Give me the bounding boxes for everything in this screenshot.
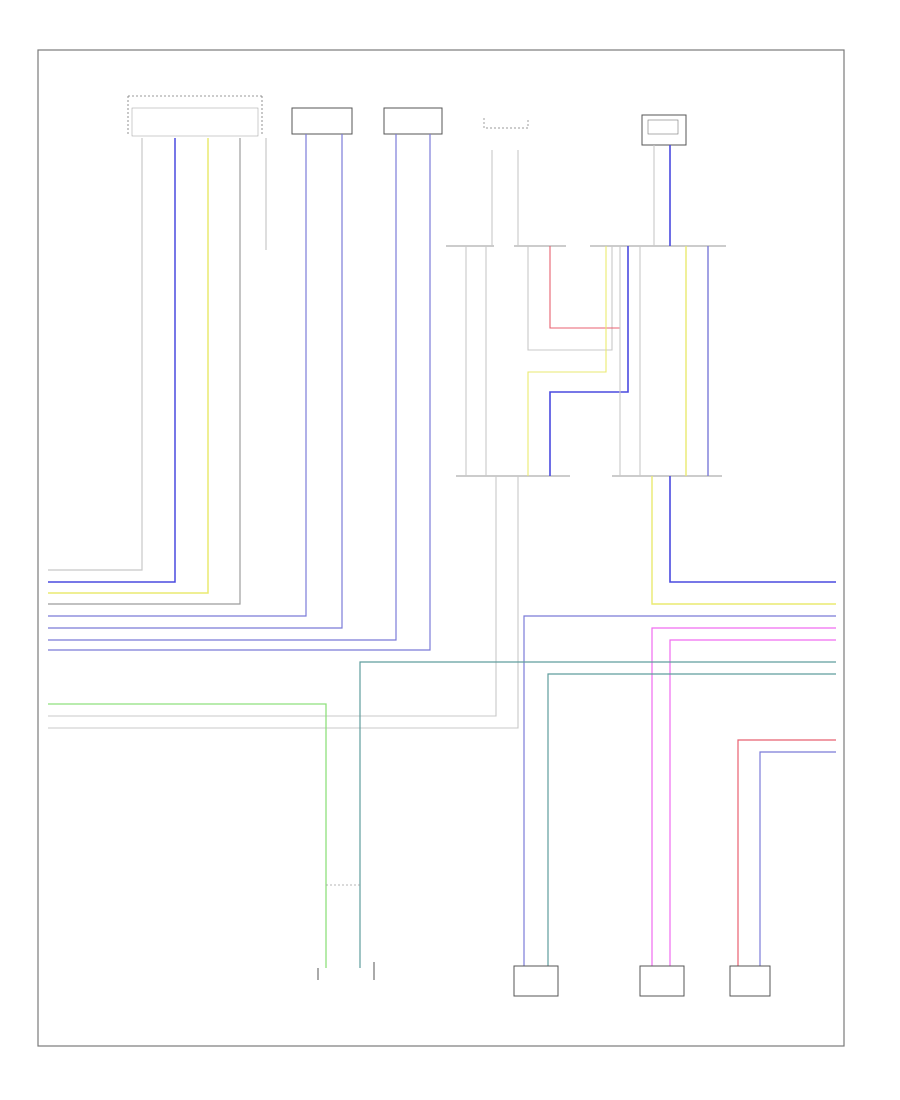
component-receiver-module [317,962,375,980]
wires-right [48,615,836,968]
wires-middle [48,145,836,729]
diagram-frame [37,49,845,1047]
component-antenna-amp-1 [483,118,529,129]
component-hvac-module [127,95,263,137]
component-left-speaker-top [291,107,353,135]
wires-left-bundle [48,134,431,651]
component-antenna-amp-2 [641,114,687,146]
component-rf-door-speaker [639,965,685,997]
component-lf-door-speaker [513,965,559,997]
component-right-speaker-top [383,107,443,135]
component-subwoofer [729,965,771,997]
